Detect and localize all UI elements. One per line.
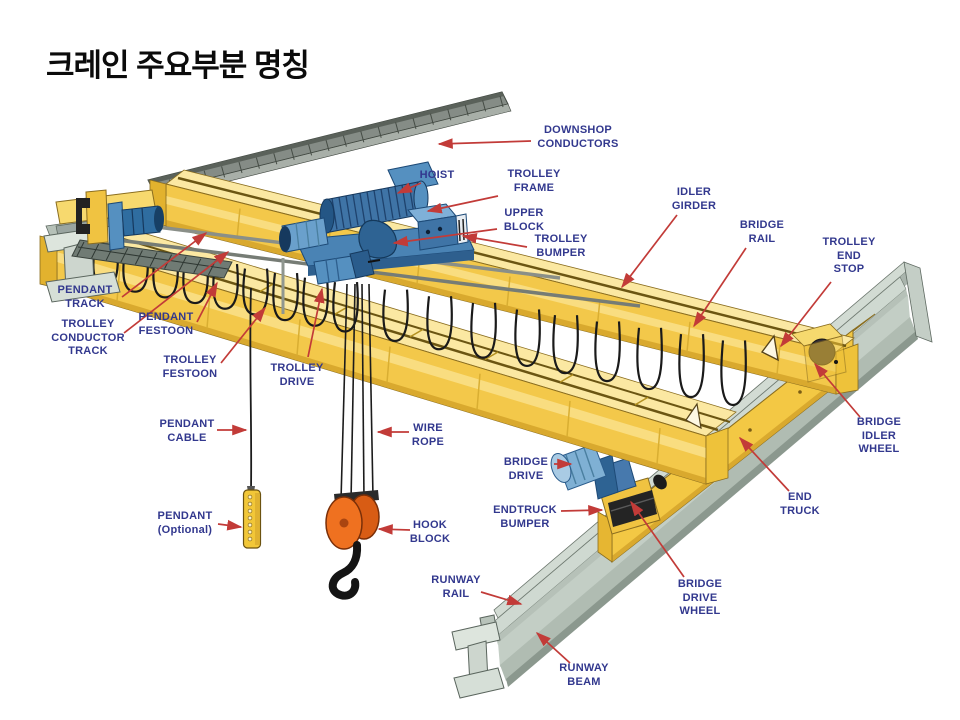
downshop-conductors	[147, 91, 512, 200]
label-bridge-idler-wheel: BRIDGE IDLER WHEEL	[856, 416, 902, 455]
runway-beam-end-face	[451, 614, 505, 699]
hoist-motor	[279, 217, 329, 253]
label-hoist: HOIST	[419, 169, 455, 181]
label-runway-beam: RUNWAY BEAM	[559, 662, 609, 688]
near-girder	[39, 215, 737, 485]
label-idler-girder: IDLER GIRDER	[671, 186, 717, 212]
wire-rope	[340, 283, 374, 503]
label-bridge-rail: BRIDGE RAIL	[739, 219, 785, 245]
label-pendant-optional: PENDANT (Optional)	[157, 510, 213, 536]
label-trolley-conductor-track: TROLLEY CONDUCTOR TRACK	[51, 318, 125, 357]
label-endtruck-bumper: ENDTRUCK BUMPER	[493, 504, 557, 530]
page-title: 크레인 주요부분 명칭	[46, 48, 310, 83]
label-end-truck: END TRUCK	[780, 491, 820, 517]
label-trolley-drive: TROLLEY DRIVE	[270, 362, 324, 388]
label-trolley-bumper: TROLLEY BUMPER	[534, 233, 588, 259]
label-pendant-festoon: PENDANT FESTOON	[138, 311, 194, 337]
left-drive-motor	[121, 205, 164, 237]
hook	[328, 541, 362, 600]
label-bridge-drive-wheel: BRIDGE DRIVE WHEEL	[677, 578, 723, 617]
upper-block	[358, 219, 398, 259]
pendant	[242, 287, 262, 549]
label-wire-rope: WIRE ROPE	[411, 422, 445, 448]
label-pendant-cable: PENDANT CABLE	[159, 418, 215, 444]
left-end-truck	[43, 189, 233, 303]
bridge-drive-motor	[550, 443, 637, 500]
label-upper-block: UPPER BLOCK	[503, 207, 545, 233]
pendant-cable	[249, 287, 253, 491]
label-trolley-frame: TROLLEY FRAME	[507, 168, 561, 194]
label-runway-rail: RUNWAY RAIL	[431, 574, 481, 600]
label-trolley-festoon: TROLLEY FESTOON	[162, 354, 218, 380]
hook-block	[325, 490, 380, 600]
bridge-rail	[177, 176, 847, 348]
label-pendant-track: PENDANT TRACK	[57, 284, 113, 310]
trolley-end-stop	[760, 334, 779, 362]
label-trolley-end-stop: TROLLEY END STOP	[822, 236, 876, 275]
trolley-drive	[313, 249, 381, 285]
label-hook-block: HOOK BLOCK	[409, 519, 451, 545]
label-downshop-conductors: DOWNSHOP CONDUCTORS	[537, 124, 619, 150]
label-bridge-drive: BRIDGE DRIVE	[503, 456, 549, 482]
callout-arrows	[121, 138, 861, 664]
